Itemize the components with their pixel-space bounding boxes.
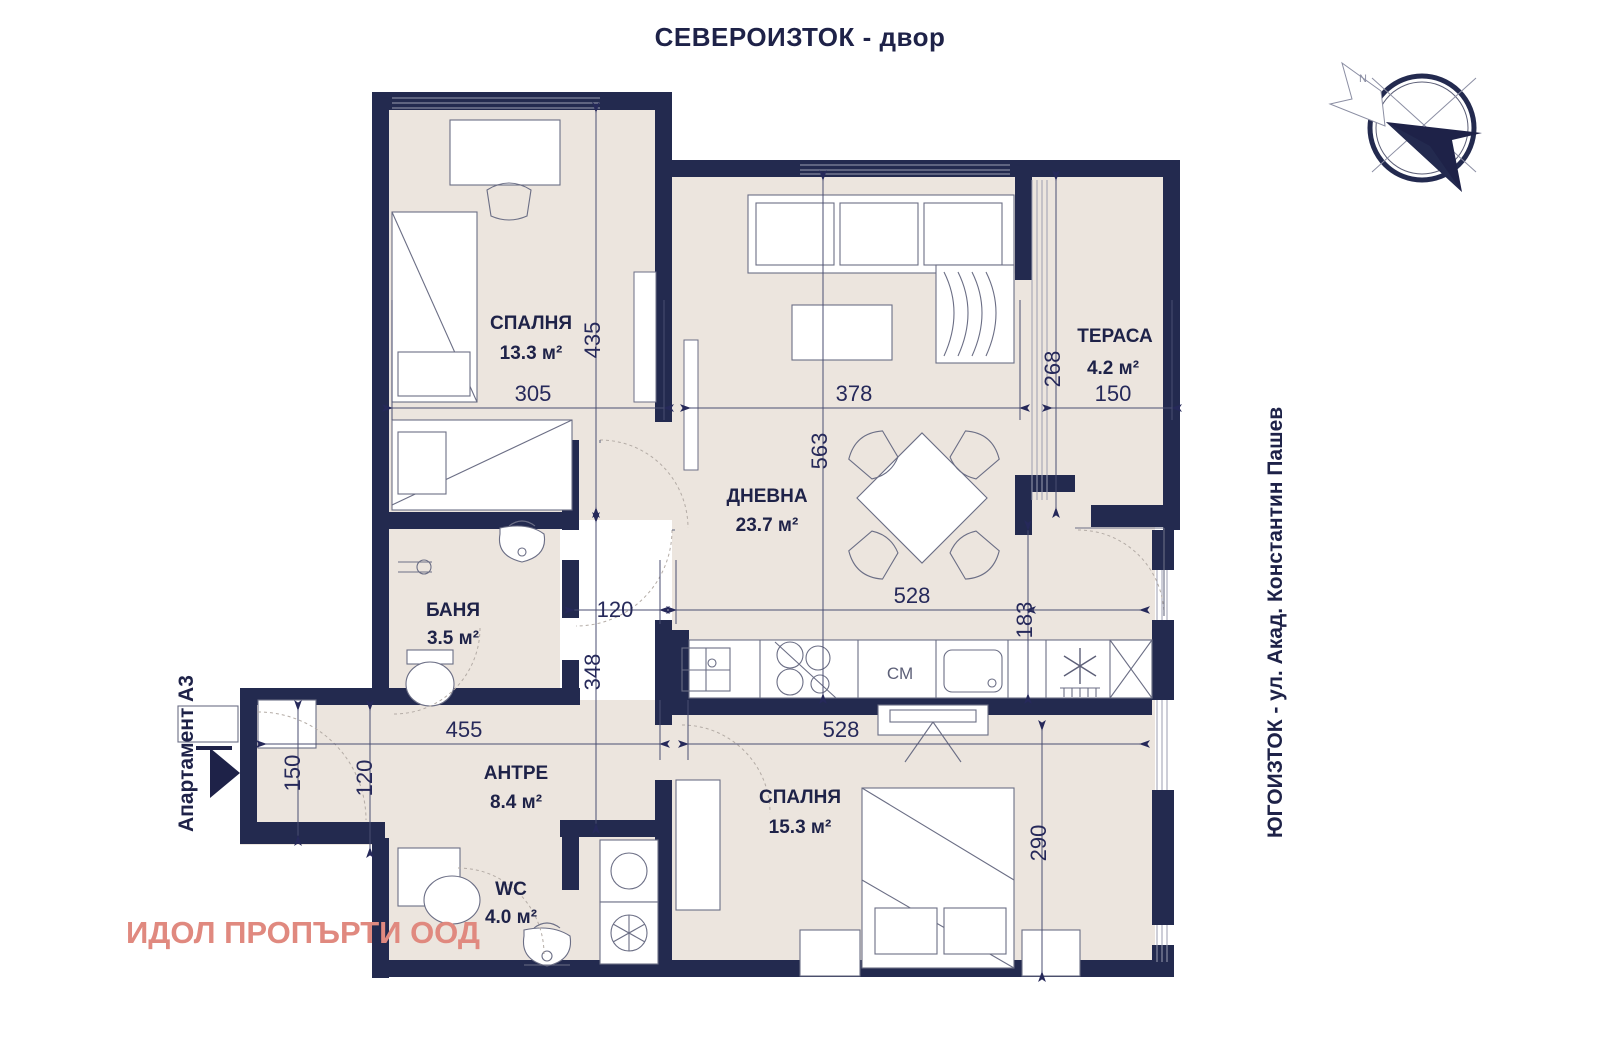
dimension-labels: 305 378 150 435 268 563 120 528 183 348 … [280, 322, 1131, 862]
room-labels: СПАЛНЯ 13.3 м² ДНЕВНА 23.7 м² ТЕРАСА 4.2… [426, 313, 1153, 928]
room-name-terrace: ТЕРАСА [1077, 326, 1153, 347]
dim-label-348: 348 [580, 654, 605, 691]
door-leaves [599, 440, 1165, 616]
bed-double-2 [861, 787, 1015, 969]
dim-label-290: 290 [1026, 825, 1051, 862]
pillow-2 [397, 431, 447, 495]
furniture [177, 119, 1153, 977]
dim-label-120-left: 120 [352, 760, 377, 797]
room-name-hallway: АНТРЕ [484, 763, 548, 784]
room-name-bathroom: БАНЯ [426, 600, 480, 621]
bathroom-fixtures [398, 520, 546, 707]
dim-label-563: 563 [807, 433, 832, 470]
coffee-table [791, 304, 893, 361]
entrance-arrow [196, 746, 240, 798]
dim-label-528-low: 528 [823, 717, 860, 742]
compass-rose: N [1328, 61, 1482, 192]
sofa [747, 194, 1015, 364]
chair [486, 182, 532, 221]
hall-cabinet [257, 699, 317, 749]
pillow-1 [397, 351, 471, 397]
street-label: ЮГОИЗТОК - ул. Акад. Константин Пашев [1264, 407, 1287, 838]
room-area-bathroom: 3.5 м² [427, 628, 479, 649]
dim-label-455: 455 [446, 717, 483, 742]
dim-label-305: 305 [515, 381, 552, 406]
dim-label-150-terrace: 150 [1095, 381, 1132, 406]
dim-label-120-mid: 120 [597, 597, 634, 622]
nightstand [799, 929, 861, 977]
dining-set [848, 430, 1000, 580]
room-name-bedroom-2: СПАЛНЯ [759, 787, 841, 808]
dimension-lines [256, 102, 1182, 982]
room-name-wc: WC [495, 879, 527, 900]
desk [449, 119, 561, 186]
dim-label-268: 268 [1040, 351, 1065, 388]
apartment-label: Апартамент А3 [175, 675, 198, 832]
dim-label-435: 435 [580, 322, 605, 359]
page-title: СЕВЕРОИЗТОК - двор [654, 22, 946, 52]
compass-north-letter: N [1359, 73, 1367, 85]
nightstand-2 [1021, 929, 1081, 977]
dim-label-528-mid: 528 [894, 583, 931, 608]
wardrobe-2 [675, 779, 721, 911]
kitchen-counter [681, 639, 1153, 699]
room-area-terrace: 4.2 м² [1087, 358, 1139, 379]
room-area-hallway: 8.4 м² [490, 792, 542, 813]
dim-label-150-left: 150 [280, 755, 305, 792]
dim-label-378: 378 [836, 381, 873, 406]
wc-fixtures [423, 875, 572, 967]
room-name-living: ДНЕВНА [726, 486, 807, 507]
dim-label-183: 183 [1012, 602, 1037, 639]
room-area-bedroom-2: 15.3 м² [769, 817, 832, 838]
room-area-living: 23.7 м² [736, 515, 799, 536]
appliance-label-dishwasher: СМ [887, 664, 913, 683]
room-area-wc: 4.0 м² [485, 907, 537, 928]
room-area-bedroom-1: 13.3 м² [500, 343, 563, 364]
laundry-column [599, 839, 659, 965]
room-name-bedroom-1: СПАЛНЯ [490, 313, 572, 334]
watermark: ИДОЛ ПРОПЪРТИ ООД [126, 915, 480, 950]
